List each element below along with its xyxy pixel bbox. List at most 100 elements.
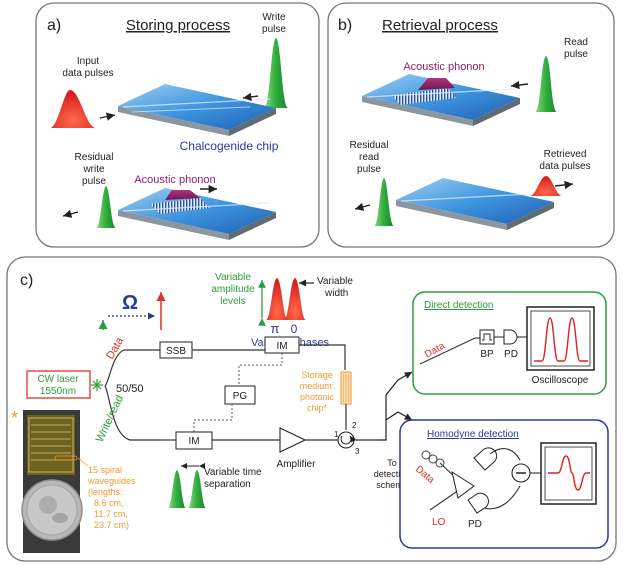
residual-read-arrow — [354, 202, 371, 211]
panel-b-title: Retrieval process — [382, 17, 498, 34]
asterisk-label: * — [11, 408, 18, 428]
retrieved-pulse — [530, 176, 562, 196]
waveguides-label-5: 11.7 cm, — [94, 509, 128, 519]
waveguides-label-6: 23.7 cm) — [94, 520, 129, 530]
pd-direct-icon — [503, 329, 518, 345]
omega-label: Ω — [122, 292, 138, 314]
read-arrow — [510, 80, 529, 90]
port-1: 1 — [334, 430, 339, 439]
storage-label-4: chip* — [307, 403, 328, 413]
write-arrow — [242, 92, 259, 102]
chip-photo — [21, 410, 83, 553]
input-pulses-label-2: data pulses — [62, 68, 113, 79]
fiber-im-storage — [299, 344, 346, 370]
homodyne-title: Homodyne detection — [427, 429, 519, 440]
width-label-1: Variable — [317, 276, 353, 287]
beam-splitter-icon — [451, 470, 475, 499]
bp-filter — [479, 329, 495, 345]
residual-write-label-1: Residual — [75, 152, 114, 163]
cw-laser-box — [26, 370, 91, 399]
homodyne-trace — [548, 455, 590, 491]
phonon-label-a: Acoustic phonon — [134, 174, 215, 186]
pd-direct-label: PD — [504, 349, 518, 360]
to-detection-3: scheme — [376, 480, 408, 490]
port-2: 2 — [352, 421, 357, 430]
input-data-pulse — [50, 90, 96, 128]
pg-box — [224, 385, 256, 405]
residual-read-pulse — [374, 178, 394, 226]
phase-pulse-pi — [266, 278, 288, 320]
panel-b: b) Retrieval process Read pulse Acoustic… — [327, 2, 615, 248]
amplifier-label: Amplifier — [277, 459, 317, 470]
chip-label: Chalcogenide chip — [180, 139, 279, 153]
read-pulse-label-1: Read — [564, 37, 588, 48]
residual-read-label-1: Residual — [350, 140, 389, 151]
pg-link — [238, 364, 282, 385]
read-pulse-label-2: pulse — [564, 49, 588, 60]
retrieved-label-2: data pulses — [539, 161, 590, 172]
to-detection-2: detection — [374, 469, 411, 479]
waveguides-label-3: (lengths: — [88, 487, 123, 497]
retrieved-label-1: Retrieved — [544, 149, 587, 160]
time-pulse-2 — [188, 470, 206, 508]
storage-label-3: photonic — [300, 392, 335, 402]
panel-c: c) Ω Variable amplitude levels Variable … — [6, 256, 617, 562]
bp-label: BP — [480, 349, 494, 360]
residual-read-label-3: pulse — [357, 164, 381, 175]
pg-label: PG — [233, 391, 248, 402]
residual-write-pulse — [96, 186, 116, 228]
storage-label-2: medium: — [300, 381, 335, 391]
panel-c-letter: c) — [20, 272, 33, 289]
im-bottom-label: IM — [188, 436, 199, 447]
amplitude-label-1: Variable — [215, 272, 251, 283]
storage-label-1: Storage — [301, 370, 333, 380]
to-detection-1: To — [387, 458, 397, 468]
amplifier-icon — [279, 427, 307, 453]
panel-a: a) Storing process Write pulse Input dat… — [35, 2, 320, 248]
write-pulse-label-1: Write — [262, 12, 286, 23]
cw-laser-label-1: CW laser — [37, 374, 79, 385]
amplitude-label-3: levels — [220, 296, 246, 307]
lo-label: LO — [432, 517, 446, 528]
write-pulse — [264, 38, 288, 108]
retrieved-arrow — [554, 180, 574, 190]
cw-laser-label-2: 1550nm — [40, 386, 76, 397]
pi-label: π — [271, 321, 280, 336]
read-pulse — [535, 56, 557, 112]
residual-write-arrow — [62, 209, 79, 218]
pg-link-bottom — [193, 404, 233, 432]
fork-down — [385, 411, 413, 421]
pd-homodyne-label: PD — [468, 519, 482, 530]
chip-bottom — [118, 188, 276, 240]
write-pulse-label-2: pulse — [262, 24, 286, 35]
input-arrow — [99, 112, 116, 121]
acoustic-phonon-a — [165, 190, 200, 200]
residual-write-label-2: write — [82, 164, 105, 175]
fiber-data-arm — [104, 349, 160, 387]
width-label-2: width — [324, 288, 348, 299]
waveguides-label-4: 8.6 cm, — [94, 498, 124, 508]
zero-label: 0 — [291, 322, 298, 336]
time-sep-label-2: separation — [204, 479, 251, 490]
oscilloscope-trace — [534, 317, 588, 362]
phase-pulse-zero — [284, 278, 306, 320]
circulator-icon — [337, 431, 355, 449]
waveguides-label-2: waveguides — [87, 476, 136, 486]
fiber-write-arm — [104, 385, 160, 441]
oscilloscope-label: Oscilloscope — [532, 375, 589, 386]
splitter-label: 50/50 — [116, 383, 144, 395]
direct-detection-box: Direct detection Data BP PD Oscilloscope — [412, 291, 607, 395]
amplitude-label-2: amplitude — [211, 284, 255, 295]
port-3: 3 — [355, 447, 360, 456]
oscilloscope-screen — [526, 306, 595, 371]
residual-read-label-2: read — [359, 152, 379, 163]
panel-a-letter: a) — [47, 17, 61, 34]
phonon-label-b: Acoustic phonon — [403, 61, 484, 73]
time-pulse-1 — [168, 470, 186, 508]
waveguides-label-1: 15 spiral — [88, 465, 122, 475]
input-pulses-label-1: Input — [77, 56, 99, 67]
waveguide-pointer — [77, 457, 89, 467]
residual-write-label-3: pulse — [82, 176, 106, 187]
pd-homodyne-bottom — [467, 492, 489, 514]
